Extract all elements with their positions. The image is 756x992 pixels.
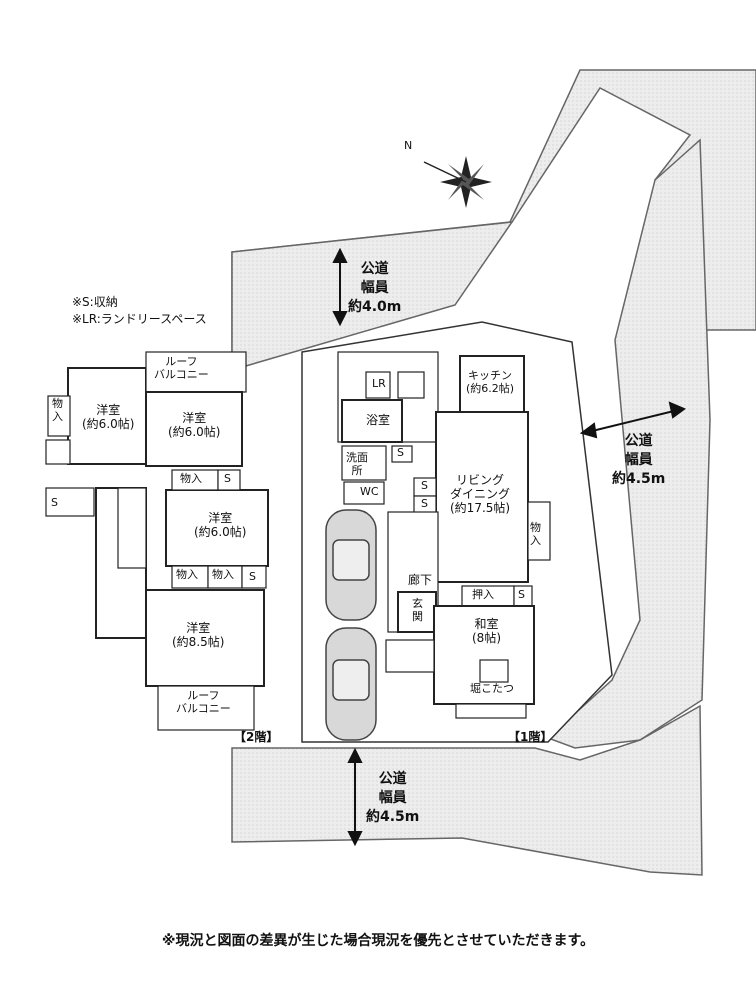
storage-wash: S [397, 446, 404, 459]
living-dining: リビング ダイニング (約17.5帖) [450, 473, 511, 515]
compass-rose [423, 156, 492, 208]
roof-balcony-top: ルーフ バルコニー [154, 355, 209, 381]
storage-2f-c: S [249, 570, 256, 583]
room-2f-2: 洋室 (約6.0帖) [168, 411, 221, 439]
bathroom: 浴室 [366, 413, 391, 427]
room-2f-4: 洋室 (約8.5帖) [172, 621, 225, 649]
road-south-label: 公道 幅員 約4.5m [366, 771, 420, 825]
entrance: 玄 関 [412, 597, 423, 623]
floor1-label: 【1階】 [508, 730, 553, 744]
legend: ※S:収納 ※LR:ランドリースペース [72, 294, 207, 328]
kitchen: キッチン (約6.2帖) [466, 369, 515, 395]
road-north-strip [231, 221, 514, 371]
storage-2f-a: S [224, 472, 231, 485]
floor2-plan [45, 351, 269, 731]
room-2f-3: 洋室 (約6.0帖) [194, 511, 247, 539]
disclaimer-text: ※現況と図面の差異が生じた場合現況を優先とさせていただきます。 [161, 933, 595, 949]
floor1-plan [337, 351, 551, 719]
floor2-label: 【2階】 [234, 730, 279, 744]
oshiire-closet: 押入 [472, 588, 494, 601]
storage-2f-b: S [51, 496, 58, 509]
roads [231, 69, 756, 876]
room-2f-1: 洋室 (約6.0帖) [82, 403, 135, 431]
legend-laundry: ※LR:ランドリースペース [72, 311, 207, 326]
road-east [546, 138, 711, 749]
road-width-arrows [332, 247, 687, 847]
storage-japanese: S [518, 588, 525, 601]
toilet: WC [360, 485, 379, 498]
legend-storage: ※S:収納 [72, 295, 118, 309]
kotatsu: 堀こたつ [470, 682, 514, 695]
roof-balcony-bottom: ルーフ バルコニー [176, 689, 231, 715]
closet-1f-side: 物 入 [530, 521, 541, 547]
closet-2f-b: 物入 [176, 568, 198, 581]
storage-ldk-2: S [421, 497, 428, 510]
road-east-label: 公道 幅員 約4.5m [612, 433, 666, 487]
closet-2f-a: 物入 [180, 472, 202, 485]
closet-2f-left: 物 入 [52, 397, 63, 423]
parked-cars [325, 509, 377, 741]
storage-ldk-1: S [421, 479, 428, 492]
japanese-room: 和室 (8帖) [472, 617, 501, 645]
corridor: 廊下 [408, 573, 433, 587]
compass-north-label: N [404, 139, 413, 152]
washroom: 洗面 所 [346, 451, 368, 477]
road-north-label: 公道 幅員 約4.0m [348, 261, 402, 315]
laundry-space: LR [372, 377, 386, 390]
closet-2f-c: 物入 [212, 568, 234, 581]
